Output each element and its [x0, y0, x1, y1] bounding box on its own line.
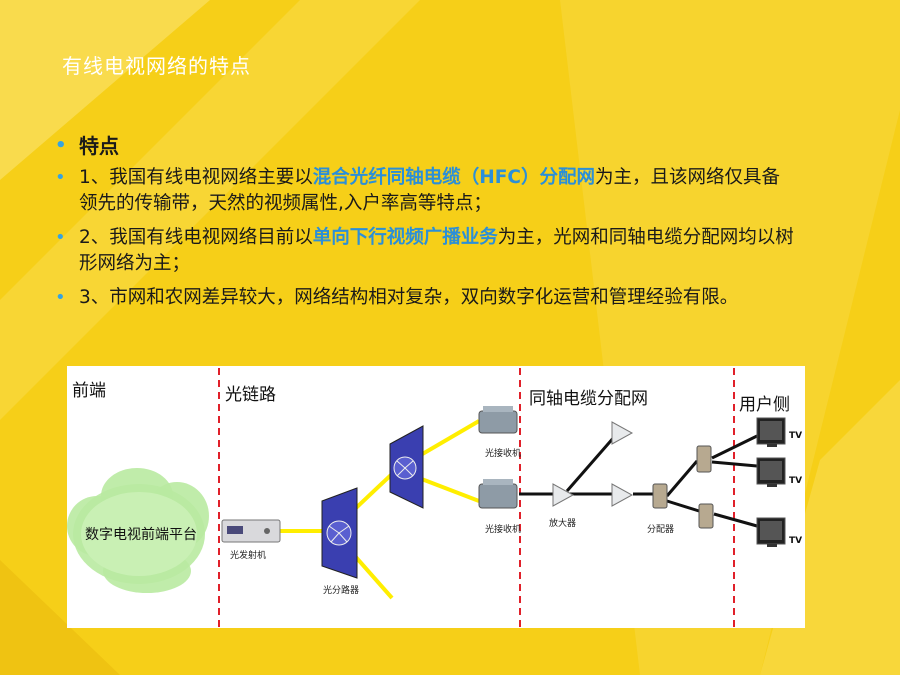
optical-transmitter-icon	[221, 519, 281, 543]
distributor-icon-1	[652, 483, 668, 509]
slide-title: 有线电视网络的特点	[62, 54, 251, 78]
section-label-coax-network: 同轴电缆分配网	[529, 389, 648, 409]
tv-icon-3	[756, 517, 786, 547]
distributor-label: 分配器	[647, 525, 675, 535]
cloud-shape	[67, 468, 209, 593]
bullet-item-3: • 3、市网和农网差异较大，网络结构相对复杂，双向数字化运营和管理经验有限。	[55, 285, 795, 311]
optical-splitter-icon-1	[321, 487, 358, 579]
tv-label-3: TV	[789, 536, 803, 546]
tv-label-2: TV	[789, 476, 803, 486]
bullet-heading-text: 特点	[79, 134, 119, 158]
distributor-icon-2	[696, 445, 712, 473]
tv-label-1: TV	[789, 431, 803, 441]
hfc-network-diagram: 前端 光链路 同轴电缆分配网 用户侧 数字电视前端平台 光发射机 光分路器 光接…	[67, 366, 805, 628]
section-label-head-end: 前端	[72, 381, 106, 401]
amplifier-label: 放大器	[549, 519, 577, 529]
bullet-item-1: • 1、我国有线电视网络主要以混合光纤同轴电缆（HFC）分配网为主，且该网络仅具备…	[55, 165, 795, 217]
amplifier-icon-3	[611, 483, 634, 507]
bullet-3-text: 3、市网和农网差异较大，网络结构相对复杂，双向数字化运营和管理经验有限。	[79, 287, 739, 308]
amplifier-icon-2	[611, 421, 634, 445]
transmitter-label: 光发射机	[230, 551, 267, 561]
amplifier-icon-1	[552, 483, 575, 507]
bullet-dot-icon: •	[55, 167, 66, 188]
bullet-1-part-3: 为主，且该网络仅具备领先的传输带，天然的视频属性,入户率高等特点；	[79, 167, 780, 214]
receiver-label-bottom: 光接收机	[485, 525, 522, 535]
section-label-optical-link: 光链路	[225, 385, 276, 405]
optical-receiver-icon-bottom	[478, 479, 518, 509]
coax-lines	[519, 434, 758, 528]
bullet-dot-icon: •	[55, 227, 66, 248]
bullet-dot-icon: •	[55, 135, 67, 156]
bullet-2-highlight: 单向下行视频广播业务	[312, 227, 498, 248]
bullet-1-part-1: 1、我国有线电视网络主要以	[79, 167, 313, 188]
tv-icon-2	[756, 457, 786, 487]
bullet-dot-icon: •	[55, 287, 66, 308]
bullet-2-part-1: 2、我国有线电视网络目前以	[79, 227, 313, 248]
diagram-graphics	[67, 368, 786, 628]
tv-icon-1	[756, 417, 786, 447]
bullet-2-part-3: 为主，光网和同轴电缆分配网均以树形网络为主；	[79, 227, 794, 274]
distributor-icon-3	[698, 503, 714, 529]
optical-receiver-icon-top	[478, 406, 518, 434]
cloud-label: 数字电视前端平台	[85, 527, 197, 543]
bullet-item-2: • 2、我国有线电视网络目前以单向下行视频广播业务为主，光网和同轴电缆分配网均以树…	[55, 225, 795, 277]
fiber-lines	[279, 419, 481, 600]
optical-splitter-icon-2	[389, 425, 424, 509]
bullet-list: • 特点 • 1、我国有线电视网络主要以混合光纤同轴电缆（HFC）分配网为主，且该…	[55, 133, 795, 319]
section-label-user-side: 用户侧	[739, 395, 790, 415]
bullet-1-highlight: 混合光纤同轴电缆（HFC）分配网	[312, 167, 595, 188]
splitter-label: 光分路器	[323, 586, 360, 596]
receiver-label-top: 光接收机	[485, 449, 522, 459]
bullet-heading: • 特点	[55, 133, 795, 159]
